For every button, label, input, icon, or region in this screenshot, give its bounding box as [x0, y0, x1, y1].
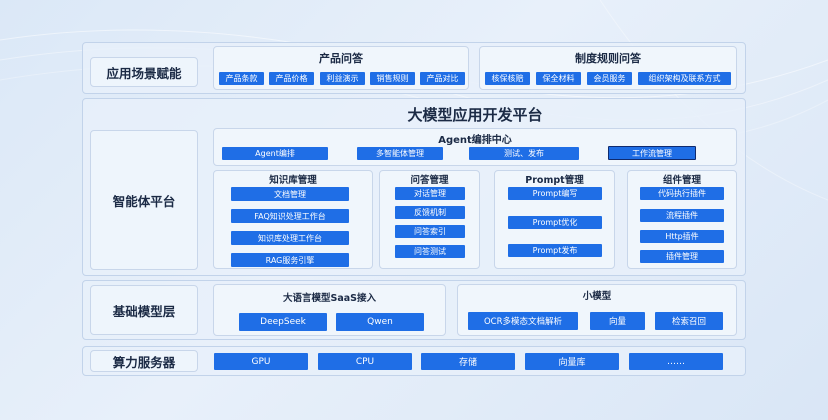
scenario-label: 应用场景赋能 — [90, 57, 198, 87]
component-mgmt-item[interactable]: 插件管理 — [640, 250, 724, 263]
compute-item[interactable]: 存储 — [421, 353, 515, 370]
qa-mgmt-item[interactable]: 问答测试 — [395, 245, 465, 258]
agent-center-item[interactable]: 测试、发布 — [469, 147, 579, 160]
qa-mgmt-item[interactable]: 反馈机制 — [395, 206, 465, 219]
knowledge-item[interactable]: 文档管理 — [231, 187, 349, 201]
qa-mgmt-title: 问答管理 — [410, 175, 449, 186]
prompt-mgmt-item[interactable]: Prompt优化 — [508, 216, 602, 229]
product-qa-item[interactable]: 产品条款 — [219, 72, 264, 85]
policy-qa-item[interactable]: 保全材料 — [536, 72, 581, 85]
component-mgmt-item[interactable]: Http插件 — [640, 230, 724, 243]
prompt-mgmt-title: Prompt管理 — [525, 175, 584, 186]
product-qa-item[interactable]: 产品价格 — [269, 72, 314, 85]
small-model-item[interactable]: 向量 — [590, 312, 645, 330]
compute-item[interactable]: 向量库 — [525, 353, 619, 370]
compute-label: 算力服务器 — [90, 350, 198, 372]
base-model-label: 基础模型层 — [90, 285, 198, 335]
product-qa-title: 产品问答 — [319, 52, 363, 65]
saas-title: 大语言模型SaaS接入 — [282, 293, 376, 304]
policy-qa-item[interactable]: 组织架构及联系方式 — [638, 72, 731, 85]
compute-item[interactable]: GPU — [214, 353, 308, 370]
prompt-mgmt-item[interactable]: Prompt编写 — [508, 187, 602, 200]
product-qa-item[interactable]: 产品对比 — [420, 72, 465, 85]
knowledge-item[interactable]: FAQ知识处理工作台 — [231, 209, 349, 223]
component-mgmt-title: 组件管理 — [662, 175, 701, 186]
saas-item[interactable]: DeepSeek — [239, 313, 327, 331]
prompt-mgmt-item[interactable]: Prompt发布 — [508, 244, 602, 257]
qa-mgmt-item[interactable]: 对话管理 — [395, 187, 465, 200]
policy-qa-item[interactable]: 核保核赔 — [485, 72, 530, 85]
product-qa-item[interactable]: 销售规则 — [370, 72, 415, 85]
saas-item[interactable]: Qwen — [336, 313, 424, 331]
platform-main-title: 大模型应用开发平台 — [407, 106, 543, 124]
knowledge-item[interactable]: 知识库处理工作台 — [231, 231, 349, 245]
agent-center-item[interactable]: 多智能体管理 — [357, 147, 443, 160]
agent-center-title: Agent编排中心 — [438, 135, 512, 146]
small-model-item[interactable]: OCR多模态文档解析 — [468, 312, 578, 330]
knowledge-item[interactable]: RAG服务引擎 — [231, 253, 349, 267]
product-qa-item[interactable]: 利益演示 — [320, 72, 365, 85]
small-model-item[interactable]: 检索召回 — [655, 312, 723, 330]
compute-item[interactable]: CPU — [318, 353, 412, 370]
agent-center-item[interactable]: 工作流管理 — [608, 146, 696, 160]
knowledge-title: 知识库管理 — [269, 175, 317, 186]
policy-qa-title: 制度规则问答 — [575, 52, 641, 65]
agent-center-item[interactable]: Agent编排 — [222, 147, 328, 160]
qa-mgmt-item[interactable]: 问答索引 — [395, 225, 465, 238]
policy-qa-item[interactable]: 会员服务 — [587, 72, 632, 85]
agent-platform-label: 智能体平台 — [90, 130, 198, 270]
component-mgmt-item[interactable]: 流程插件 — [640, 209, 724, 222]
compute-item[interactable]: …… — [629, 353, 723, 370]
component-mgmt-item[interactable]: 代码执行插件 — [640, 187, 724, 200]
small-model-title: 小模型 — [582, 291, 612, 302]
